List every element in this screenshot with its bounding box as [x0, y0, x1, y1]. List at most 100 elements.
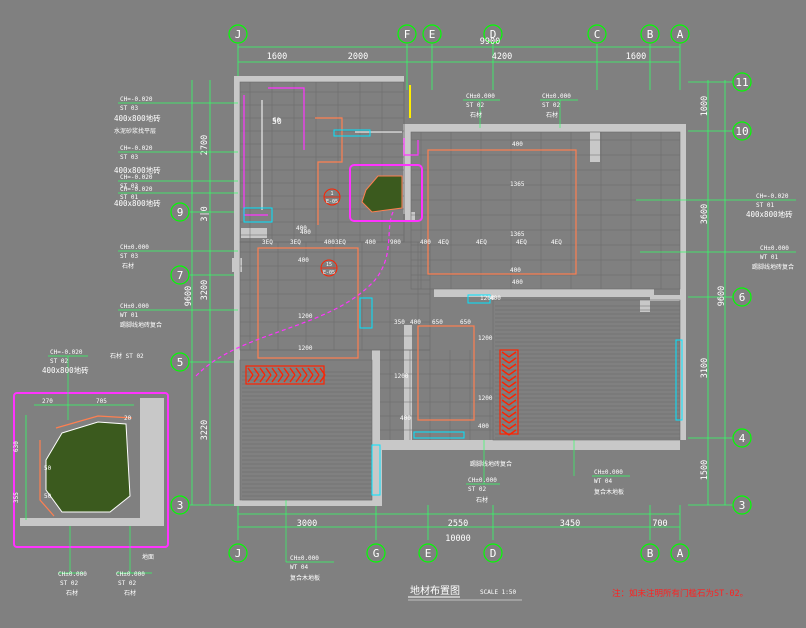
plan-dimension: 400	[410, 319, 421, 326]
grid-label: E	[429, 28, 436, 41]
red-rails	[245, 349, 519, 436]
tag-top-1: CH±0.000 ST 02 石材	[463, 93, 500, 128]
tag-note: 复合木地板	[594, 488, 624, 496]
tag-spec: 400x800地砖	[114, 113, 161, 123]
walls	[232, 76, 686, 506]
grid-label: 7	[177, 269, 184, 282]
dim-top-seg: 1600	[267, 52, 287, 62]
dim-bottom-seg: 3000	[297, 519, 317, 529]
tag-code: ST 02	[50, 358, 68, 365]
tag-note: 石材	[66, 589, 78, 597]
grid-marker-top: B	[640, 24, 660, 44]
grid-marker-bottom: G	[366, 543, 386, 563]
plan-dimension: 400	[420, 239, 431, 246]
tag-code: CH=-0.020	[120, 96, 153, 103]
tag-code: ST 01	[756, 202, 774, 209]
tag-code: CH=-0.020	[120, 186, 153, 193]
grid-label: 5	[177, 356, 184, 369]
grid-label: 3	[177, 499, 184, 512]
grid-marker-right: 4	[732, 428, 752, 448]
tag-note: 水泥砂浆找平层	[114, 127, 156, 135]
plan-dimension: 1200	[298, 345, 313, 352]
grid-marker-top: C	[587, 24, 607, 44]
tag-left-2: CH=-0.020 ST 03	[118, 145, 238, 161]
grid-marker-right: 11	[732, 72, 752, 92]
dim-left-seg: 3|0	[200, 206, 210, 221]
dimension-lines	[186, 44, 735, 540]
tag-center-3: CH±0.000 WT 04 复合木地板	[573, 440, 630, 496]
grid-label: A	[677, 547, 684, 560]
tag-left-3: 400x800地砖 CH=-0.020 ST 03	[114, 165, 238, 190]
detail-dimension: 50	[44, 493, 52, 500]
tag-spec: 400x800地砖	[114, 198, 161, 208]
dim-left-seg: 3200	[200, 280, 210, 300]
tile-lines	[240, 82, 680, 501]
detail-dimension: 50	[44, 465, 52, 472]
plan-dimension: 400	[298, 257, 309, 264]
detail-dimension: 355	[13, 492, 20, 503]
grid-marker-right: 3	[732, 495, 752, 515]
dim-right-seg: 1500	[700, 460, 710, 480]
tag-code: CH±0.000	[120, 244, 149, 251]
tag-code: CH=-0.020	[120, 174, 153, 181]
plan-dimension: 1200	[480, 295, 495, 302]
tile-run-label: 4EQ	[551, 239, 562, 246]
tag-center-1: 踢脚线地砖复合	[470, 460, 512, 468]
dim-bottom-seg: 700	[652, 519, 667, 529]
plan-dimension: 650	[460, 319, 471, 326]
grid-label: E	[425, 547, 432, 560]
tag-left-4: 400x800地砖 CH=-0.020 ST 01	[114, 186, 238, 208]
tag-note: 石材	[470, 111, 482, 119]
grid-marker-bottom: J	[228, 543, 248, 563]
tag-code: CH±0.000	[542, 93, 571, 100]
elevation-mark: 50	[272, 117, 282, 126]
tag-code: ST 02	[542, 102, 560, 109]
tag-right-1: CH=-0.020 ST 01 400x800地砖	[636, 193, 796, 219]
detail-dimension: 270	[42, 398, 53, 405]
dim-right-seg: 1000	[700, 96, 710, 116]
detail-dimension: 630	[13, 441, 20, 452]
grid-marker-left: 5	[170, 352, 190, 372]
tag-note: 石材 ST 02	[110, 352, 144, 360]
dim-right-seg: 3600	[700, 204, 710, 224]
plan-dimension: 400	[478, 423, 489, 430]
dim-bottom-overall: 10000	[445, 534, 471, 544]
tag-code: ST 02	[466, 102, 484, 109]
plan-dimension: 400	[510, 267, 521, 274]
tag-code: CH=-0.020	[50, 349, 83, 356]
tag-code: CH±0.000	[58, 571, 87, 578]
tag-code: CH±0.000	[594, 469, 623, 476]
grid-marker-right: 10	[732, 121, 752, 141]
general-note: 注：如未注明所有门槛石为ST-02。	[612, 588, 748, 599]
tag-code: CH±0.000	[760, 245, 789, 252]
detail-tag-top: CH=-0.020 ST 02 400x800地砖 石材 ST 02	[42, 349, 144, 420]
grid-label: 11	[735, 76, 748, 89]
grid-label: 9	[177, 206, 184, 219]
material-tags: CH=-0.020 ST 03 400x800地砖 水泥砂浆找平层 CH=-0.…	[42, 93, 796, 597]
grid-marker-top: J	[228, 24, 248, 44]
plan-dimension: 400	[300, 229, 311, 236]
section-1-top: 1	[330, 191, 333, 197]
section-marks: 1 E-05 15 E-05 50	[272, 117, 341, 277]
dim-top-seg: 4200	[492, 52, 512, 62]
tag-code: WT 04	[290, 564, 308, 571]
grid-label: F	[404, 28, 411, 41]
tag-left-6: CH±0.000 WT 01 踢脚线地砖复合	[118, 303, 238, 329]
section-2-bottom: E-05	[323, 270, 335, 276]
tag-code: ST 02	[468, 486, 486, 493]
tag-note: 复合木地板	[290, 574, 320, 582]
dim-left-overall: 9600	[184, 286, 194, 306]
drawing-scale: SCALE 1:50	[480, 589, 517, 596]
tag-center-2: CH±0.000 ST 02 石材	[466, 440, 500, 504]
dim-top-seg: 1600	[626, 52, 646, 62]
detail-dimension: 705	[96, 398, 107, 405]
grid-marker-right: 6	[732, 287, 752, 307]
dim-right-seg: 3100	[700, 358, 710, 378]
tag-note: 踢脚线地砖复合	[752, 263, 794, 271]
grid-marker-top: D	[483, 24, 503, 44]
dim-top-seg: 2000	[348, 52, 368, 62]
plan-dimension: 400	[400, 415, 411, 422]
grid-marker-left: 7	[170, 265, 190, 285]
